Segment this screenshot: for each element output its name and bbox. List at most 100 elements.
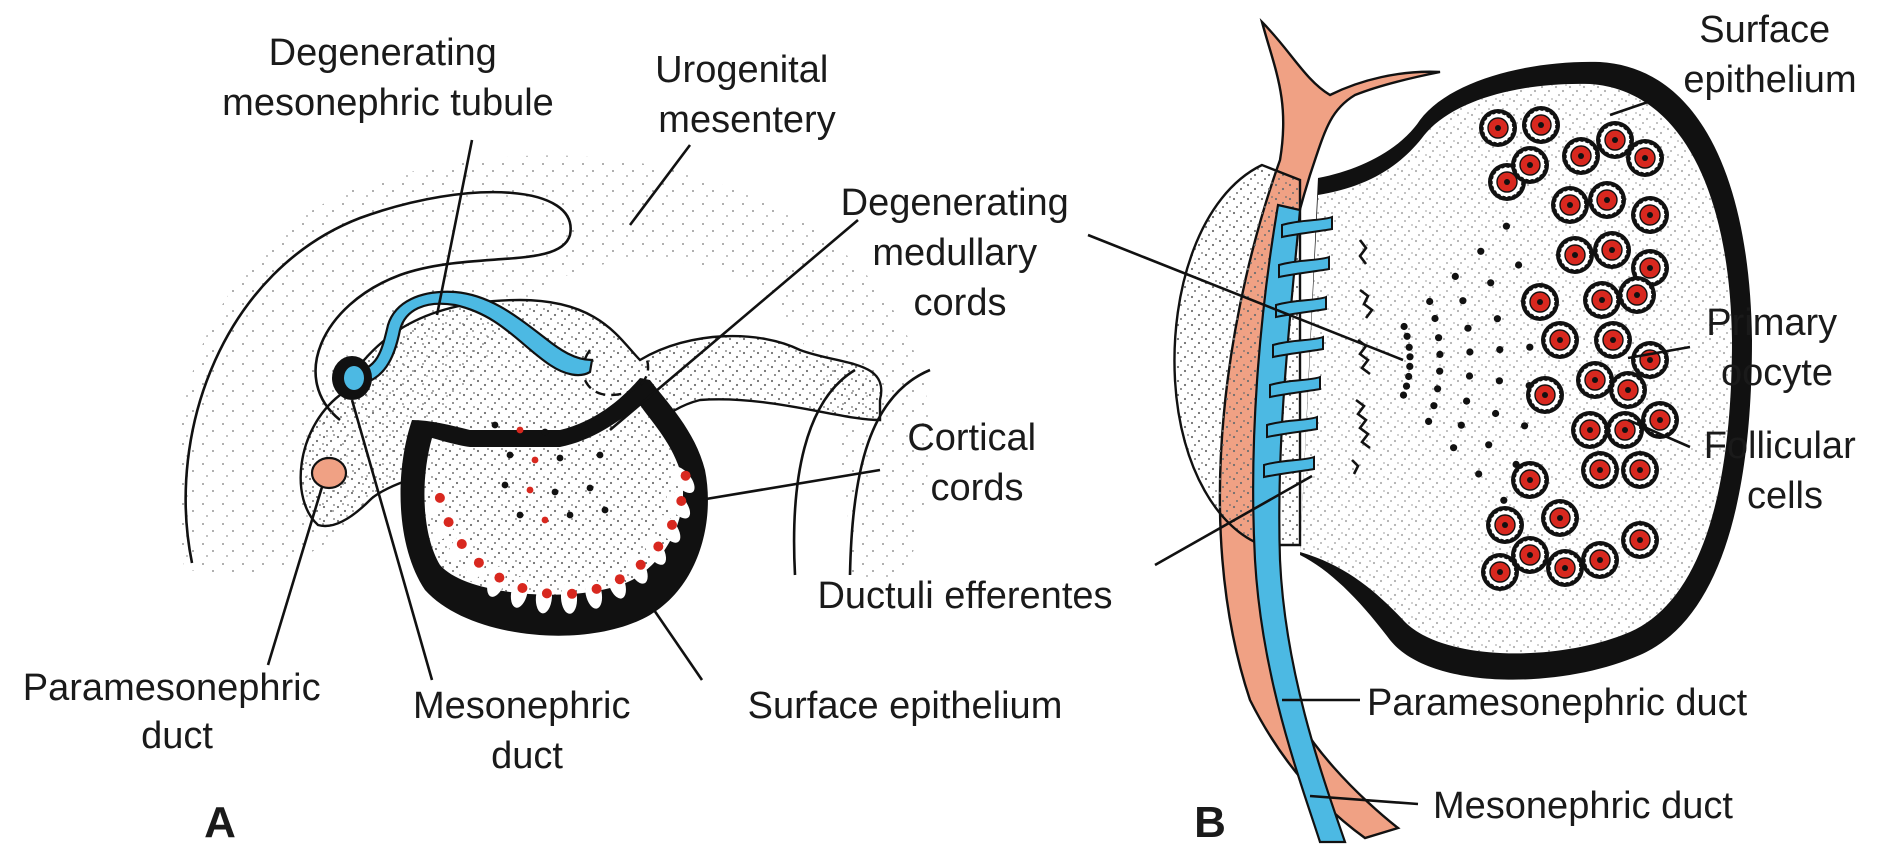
medullary-dot [1492,410,1499,417]
medullary-dot [1459,297,1466,304]
follicle [1541,499,1579,537]
follicle [1521,283,1559,321]
medullary-dot [1521,422,1528,429]
follicle [1609,371,1647,409]
cortical-cord-cell [444,517,454,527]
follicle [1511,461,1549,499]
medullary-dot [502,482,509,489]
oocyte-nucleus [1562,565,1568,571]
medullary-dot [552,489,559,496]
medullary-dot [1515,261,1522,268]
medullary-dot [1430,402,1437,409]
paramesonephric-duct-a [312,458,346,488]
medullary-dot [527,487,534,494]
follicle [1606,411,1644,449]
medullary-dot [1526,344,1533,351]
medullary-dot [1436,351,1443,358]
medullary-dot [1435,334,1442,341]
oocyte-nucleus [1542,392,1548,398]
medullary-dot [587,485,594,492]
label-degenerating-mesonephric-tubule: Degenerating mesonephric tubule [222,32,554,124]
oocyte-nucleus [1597,557,1603,563]
medullary-dot [517,512,524,519]
medullary-dot [557,455,564,462]
oocyte-nucleus [1612,137,1618,143]
follicle [1594,321,1632,359]
cortical-cord-cell [592,584,602,594]
medullary-dot [1425,418,1432,425]
oocyte-nucleus [1527,477,1533,483]
cortical-cord-cell [474,558,484,568]
follicle [1581,541,1619,579]
medullary-dot [1485,441,1492,448]
medullary-dot [1405,373,1412,380]
medullary-dot [1452,273,1459,280]
medullary-dot [1450,444,1457,451]
medullary-dot [1400,392,1407,399]
medullary-dot [1404,333,1411,340]
cortical-cord-cell [636,560,646,570]
leader-surface-epithelium-a [654,610,702,680]
follicle [1571,411,1609,449]
medullary-dot [542,517,549,524]
medullary-dot [1503,223,1510,230]
medullary-dot [1477,248,1484,255]
oocyte-nucleus [1625,387,1631,393]
oocyte-nucleus [1567,202,1573,208]
cortical-cord-cell [457,539,467,549]
oocyte-nucleus [1557,337,1563,343]
follicle [1546,549,1584,587]
follicle [1581,451,1619,489]
oocyte-nucleus [1610,337,1616,343]
follicle [1522,106,1560,144]
oocyte-nucleus [1609,247,1615,253]
medullary-dot [602,507,609,514]
medullary-dot [1496,377,1503,384]
medullary-dot [1500,497,1507,504]
cortical-cord-cell [435,493,445,503]
mesonephric-duct-lumen [344,366,364,390]
medullary-dot [1426,298,1433,305]
panel-letter-b: B [1194,798,1226,847]
cortical-cord-cell [667,520,677,530]
follicle [1541,321,1579,359]
cortical-cord-cell [542,588,552,598]
medullary-dot [1466,348,1473,355]
follicle [1576,361,1614,399]
cortical-cord-cell [517,583,527,593]
medullary-dot [532,457,539,464]
follicle [1621,521,1659,559]
medullary-dot [1403,383,1410,390]
cortical-cord-cell [494,573,504,583]
medullary-dot [597,452,604,459]
follicle [1481,553,1519,591]
oocyte-nucleus [1592,377,1598,383]
oocyte-nucleus [1504,179,1510,185]
medullary-dot [1475,470,1482,477]
medullary-dot [1458,422,1465,429]
label-paramesonephric-duct-a: Paramesonephric duct [23,667,331,757]
oocyte-nucleus [1572,252,1578,258]
oocyte-nucleus [1527,552,1533,558]
oocyte-nucleus [1599,297,1605,303]
follicle [1621,451,1659,489]
medullary-dot [582,425,589,432]
label-urogenital-mesentery: Urogenital mesentery [655,49,839,141]
medullary-dot [1434,385,1441,392]
medullary-dot [507,452,514,459]
medullary-dot [1406,363,1413,370]
cortical-cord-cell [615,574,625,584]
panel-letter-a: A [204,798,236,847]
cortical-cord-cell [653,542,663,552]
oocyte-nucleus [1647,212,1653,218]
oocyte-nucleus [1502,522,1508,528]
oocyte-nucleus [1578,153,1584,159]
follicle [1588,181,1626,219]
follicle [1556,236,1594,274]
follicle [1583,281,1621,319]
oocyte-nucleus [1657,417,1663,423]
medullary-dot [1466,372,1473,379]
follicle [1479,109,1517,147]
medullary-dot [1436,368,1443,375]
